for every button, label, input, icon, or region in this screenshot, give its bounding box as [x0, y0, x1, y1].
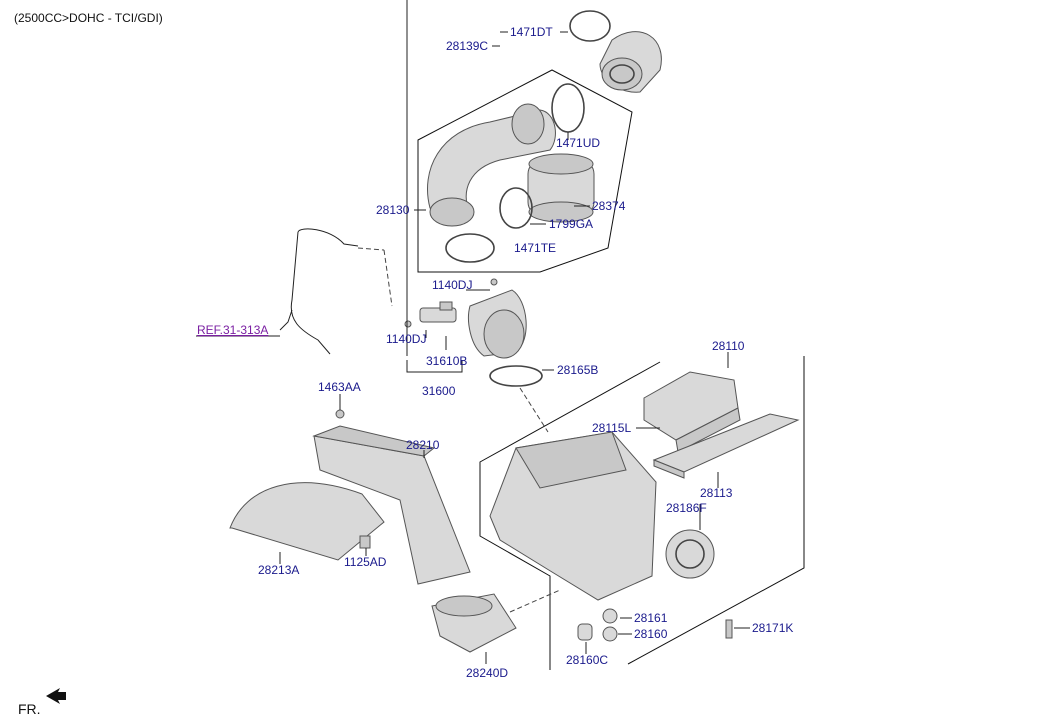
bolt-1140dj-lower[interactable]: [404, 320, 412, 328]
label-28113[interactable]: 28113: [700, 486, 733, 500]
front-arrow-icon: [46, 688, 66, 704]
label-1471dt[interactable]: 1471DT: [510, 25, 553, 39]
label-ref-31-313a[interactable]: REF.31-313A: [197, 323, 268, 337]
label-28160[interactable]: 28160: [634, 627, 668, 641]
duct-28240d[interactable]: [431, 593, 517, 653]
label-1463aa[interactable]: 1463AA: [318, 380, 361, 394]
label-28213a[interactable]: 28213A: [258, 563, 299, 577]
leader-lines: [196, 0, 750, 664]
label-28165b[interactable]: 28165B: [557, 363, 598, 377]
front-indicator-label: FR.: [18, 701, 41, 717]
air-duct-28130[interactable]: [427, 103, 556, 227]
clamp-1799ga[interactable]: [499, 187, 533, 229]
label-31600[interactable]: 31600: [422, 384, 456, 398]
label-28139c[interactable]: 28139C: [446, 39, 488, 53]
filter-element-28113[interactable]: [652, 413, 800, 479]
breather-hose: [290, 228, 359, 355]
label-1799ga[interactable]: 1799GA: [549, 217, 593, 231]
boot-28186f[interactable]: [665, 529, 715, 579]
mount-28161[interactable]: [602, 608, 618, 624]
clip-1125ad[interactable]: [359, 535, 371, 549]
deflector-28213a[interactable]: [229, 482, 385, 561]
label-1140dj-upper[interactable]: 1140DJ: [432, 278, 472, 292]
label-28210[interactable]: 28210: [406, 438, 440, 452]
label-1125ad[interactable]: 1125AD: [344, 555, 387, 569]
label-1471ud[interactable]: 1471UD: [556, 136, 600, 150]
label-1471te[interactable]: 1471TE: [514, 241, 556, 255]
label-28115l[interactable]: 28115L: [592, 421, 631, 435]
resonator-28374[interactable]: [527, 153, 595, 223]
bolt-1463aa[interactable]: [335, 409, 345, 419]
label-28240d[interactable]: 28240D: [466, 666, 508, 680]
engine-spec-header: (2500CC>DOHC - TCI/GDI): [14, 11, 163, 25]
label-28374[interactable]: 28374: [592, 199, 626, 213]
clamp-1471te[interactable]: [445, 233, 495, 263]
air-cleaner-frame: [479, 361, 661, 670]
sensor-31610b[interactable]: [419, 301, 457, 323]
insulator-28160[interactable]: [602, 626, 618, 642]
sensor-28171k[interactable]: [725, 619, 733, 639]
gasket-28165b[interactable]: [489, 365, 543, 387]
label-1140dj-lower[interactable]: 1140DJ: [386, 332, 426, 346]
label-28130[interactable]: 28130: [376, 203, 410, 217]
label-31610b[interactable]: 31610B: [426, 354, 467, 368]
bolt-1140dj-upper[interactable]: [490, 278, 498, 286]
clamp-1471dt[interactable]: [569, 10, 611, 42]
label-28161[interactable]: 28161: [634, 611, 668, 625]
air-hose-28139c[interactable]: [599, 31, 662, 93]
label-28160c[interactable]: 28160C: [566, 653, 608, 667]
mount-28160c[interactable]: [577, 623, 593, 641]
label-28186f[interactable]: 28186F: [666, 501, 707, 515]
airflow-housing-31600[interactable]: [468, 289, 527, 359]
label-28171k[interactable]: 28171K: [752, 621, 793, 635]
clamp-1471ud[interactable]: [551, 83, 585, 133]
air-cleaner-cover-28115l[interactable]: [643, 371, 741, 453]
air-cleaner-body[interactable]: [489, 431, 657, 601]
duct-assembly-frame: [417, 69, 633, 273]
label-28110[interactable]: 28110: [712, 339, 745, 353]
